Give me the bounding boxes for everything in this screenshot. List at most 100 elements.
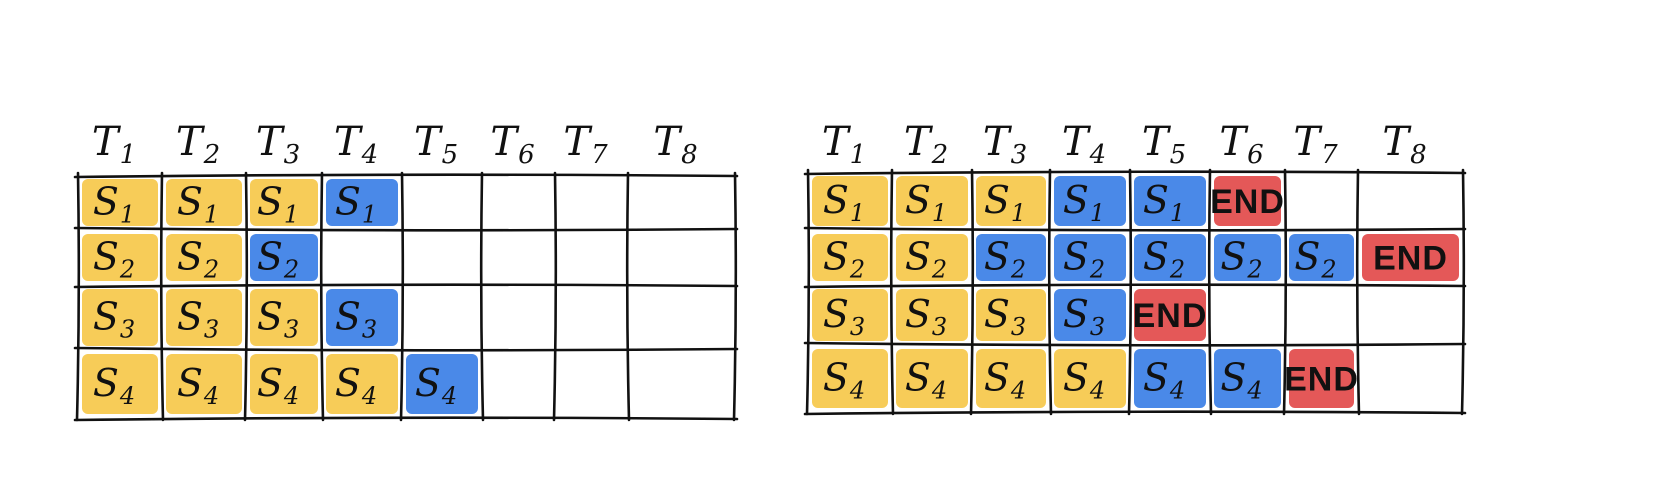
- cell-blue-r2-c3: S2: [976, 234, 1046, 284]
- cell-yellow-r2-c1: S2: [82, 234, 158, 284]
- cell-end-label: END: [1284, 361, 1359, 399]
- cell-end-label: END: [1210, 183, 1285, 221]
- column-header-t7: T7: [1293, 119, 1338, 170]
- grid-row-line: [803, 170, 1467, 176]
- cell-blue-r2-c6: S2: [1214, 234, 1281, 284]
- cell-fill: [1362, 234, 1459, 281]
- cell-yellow-r4-c4: S4: [326, 354, 398, 414]
- cell-blue-r2-c4: S2: [1054, 234, 1126, 284]
- cell-blue-r3-c4: S3: [326, 289, 398, 346]
- cell-red-r1-c6: END: [1210, 176, 1285, 226]
- cell-fill: [82, 354, 158, 414]
- cell-fill: [166, 354, 242, 414]
- grid-row-line: [73, 226, 739, 232]
- cell-yellow-r3-c1: S3: [812, 289, 888, 341]
- column-header-t4: T4: [1062, 119, 1106, 170]
- cell-yellow-r2-c2: S2: [896, 234, 968, 284]
- cell-yellow-r4-c3: S4: [250, 354, 318, 414]
- cell-yellow-r3-c3: S3: [976, 289, 1046, 341]
- cell-yellow-r4-c2: S4: [896, 349, 968, 408]
- cell-label: S1: [823, 178, 865, 227]
- cell-yellow-r4-c2: S4: [166, 354, 242, 414]
- grid-col-line: [552, 171, 558, 422]
- cell-yellow-r4-c4: S4: [1054, 349, 1126, 408]
- cell-fill: [812, 234, 888, 281]
- grid-row-line: [803, 283, 1467, 289]
- cell-blue-r4-c5: S4: [1134, 349, 1206, 408]
- cell-fill: [1134, 289, 1206, 341]
- cell-fill: [82, 179, 158, 226]
- cell-fill: [1054, 176, 1126, 226]
- cell-fill: [812, 176, 888, 226]
- cell-fill: [1054, 289, 1126, 341]
- cell-fill: [1134, 349, 1206, 408]
- cell-label: S3: [257, 295, 299, 344]
- cell-fill: [896, 234, 968, 281]
- grid-row-line: [73, 173, 739, 179]
- cell-fill: [326, 179, 398, 226]
- cell-yellow-r4-c1: S4: [82, 354, 158, 414]
- cell-fill: [812, 289, 888, 341]
- cell-yellow-r3-c1: S3: [82, 289, 158, 346]
- cell-fill: [1289, 349, 1354, 408]
- cell-fill: [896, 289, 968, 341]
- cell-fill: [1214, 176, 1281, 226]
- grid-col-line: [1127, 168, 1133, 416]
- cell-blue-r1-c4: S1: [326, 179, 398, 229]
- cell-blue-r2-c5: S2: [1134, 234, 1206, 284]
- grid-col-line: [889, 168, 895, 416]
- cell-fill: [976, 289, 1046, 341]
- grid-col-line: [159, 171, 165, 422]
- cell-fill: [250, 289, 318, 346]
- cell-yellow-r1-c1: S1: [82, 179, 158, 229]
- cell-blue-r4-c5: S4: [406, 354, 478, 414]
- cell-end-label: END: [1133, 297, 1208, 335]
- column-header-t2: T2: [176, 119, 220, 170]
- cell-fill: [326, 354, 398, 414]
- column-header-t8: T8: [1382, 119, 1426, 170]
- column-header-t7: T7: [563, 119, 608, 170]
- cell-red-r4-c7: END: [1284, 349, 1359, 408]
- cell-fill: [250, 179, 318, 226]
- cell-yellow-r3-c2: S3: [166, 289, 242, 346]
- grid-col-line: [243, 171, 249, 422]
- cell-fill: [326, 289, 398, 346]
- grid-col-line: [1355, 168, 1361, 416]
- cell-blue-r1-c5: S1: [1134, 176, 1206, 227]
- cell-end-label: END: [1373, 240, 1448, 278]
- cell-yellow-r1-c2: S1: [896, 176, 968, 227]
- column-header-t2: T2: [904, 119, 948, 170]
- cell-fill: [976, 349, 1046, 408]
- cell-blue-r1-c4: S1: [1054, 176, 1126, 227]
- grid-row-line: [803, 341, 1467, 347]
- cell-yellow-r1-c3: S1: [976, 176, 1046, 227]
- grid-col-line: [75, 171, 81, 422]
- cell-fill: [166, 179, 242, 226]
- column-header-t5: T5: [1142, 119, 1186, 170]
- cell-fill: [1214, 349, 1281, 408]
- grid-col-line: [1047, 168, 1053, 416]
- grid-col-line: [732, 171, 738, 422]
- cell-fill: [1214, 234, 1281, 281]
- cell-fill: [976, 234, 1046, 281]
- column-header-t8: T8: [653, 119, 697, 170]
- cell-label: S4: [335, 361, 377, 410]
- column-header-t5: T5: [414, 119, 458, 170]
- column-header-t3: T3: [256, 119, 300, 170]
- cell-label: S1: [905, 178, 947, 227]
- cell-yellow-r3-c2: S3: [896, 289, 968, 341]
- cell-fill: [82, 234, 158, 281]
- grid-row-line: [803, 226, 1467, 232]
- cell-fill: [896, 349, 968, 408]
- column-header-t1: T1: [822, 119, 866, 170]
- cell-yellow-r2-c2: S2: [166, 234, 242, 284]
- grid-col-line: [1460, 168, 1466, 416]
- cell-yellow-r4-c1: S4: [812, 349, 888, 408]
- grid-col-line: [479, 171, 485, 422]
- cell-fill: [896, 176, 968, 226]
- cell-fill: [1054, 349, 1126, 408]
- cell-fill: [1134, 234, 1206, 281]
